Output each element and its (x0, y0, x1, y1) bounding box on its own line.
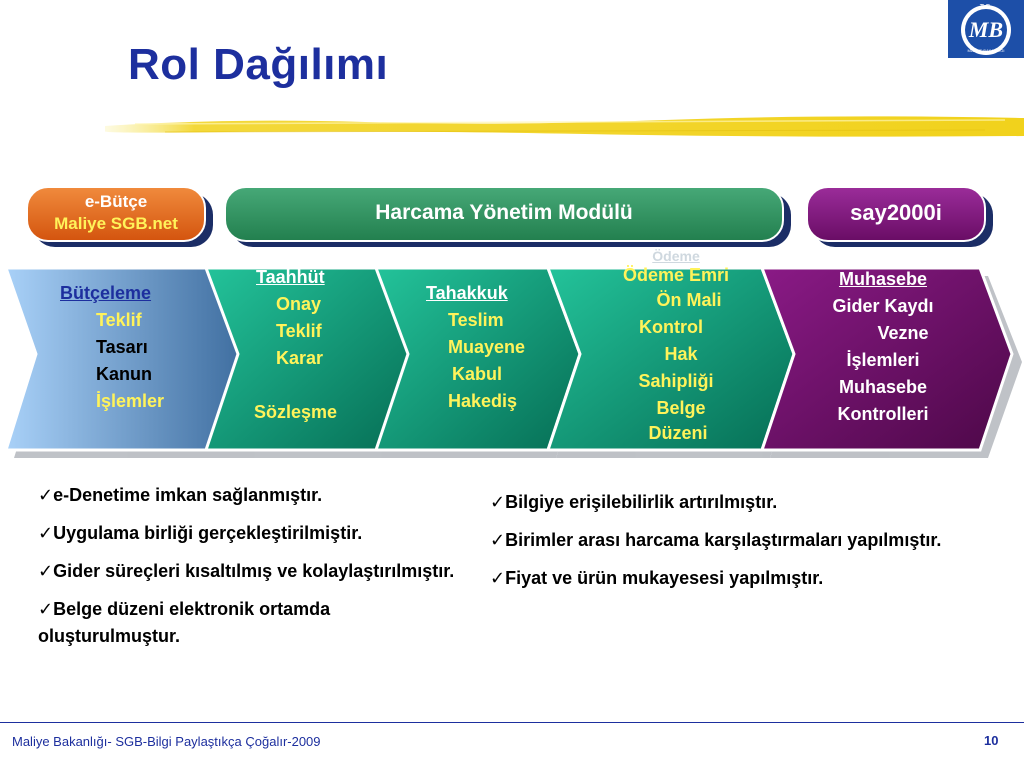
yellow-brush-divider (102, 108, 1024, 144)
stage-item: Gider Kaydı (832, 296, 934, 316)
stage-item: Sahipliği (638, 371, 714, 391)
stage-item: Belge (656, 398, 706, 418)
stage-item: Teklif (96, 310, 142, 330)
ebutce-label: e-Bütçe (84, 192, 148, 211)
footer-divider (0, 722, 1024, 723)
stage-item: Hakediş (448, 391, 518, 411)
stage-item: İşlemleri (846, 350, 920, 370)
stage-item: Hak (664, 344, 698, 364)
logo-ring-text: MALİYE BAKANLIĞI (968, 48, 1005, 53)
stage-item: Kanun (96, 364, 152, 384)
stage-muhasebe: Muhasebe Gider Kaydı Vezne İşlemleri Muh… (810, 266, 956, 428)
benefits-left-list: ✓e-Denetime imkan sağlanmıştır. ✓Uygulam… (38, 482, 458, 661)
logo-mark: MB (968, 17, 1003, 42)
benefit-item: ✓Fiyat ve ürün mukayesesi yapılmıştır. (490, 568, 824, 588)
footer-text: Maliye Bakanlığı- SGB-Bilgi Paylaştıkça … (12, 734, 321, 749)
stage-header: Taahhüt (256, 267, 325, 287)
page-number: 10 (984, 733, 999, 748)
benefit-item: ✓e-Denetime imkan sağlanmıştır. (38, 485, 323, 505)
stage-header: Muhasebe (838, 269, 928, 289)
stage-item: Tasarı (96, 337, 148, 357)
ebutce-pill: e-Bütçe Maliye SGB.net (26, 186, 213, 247)
stage-item: Teklif (276, 321, 322, 341)
stage-item: Kontrolleri (837, 404, 929, 424)
stage-item: Muayene (448, 337, 526, 357)
stage-item: Kontrol (639, 317, 703, 337)
stage-item: Karar (276, 348, 324, 368)
process-chevrons (0, 262, 1024, 472)
benefit-item: ✓Birimler arası harcama karşılaştırmalar… (490, 530, 942, 550)
say2000i-label: say2000i (850, 200, 942, 225)
benefits-right-list: ✓Bilgiye erişilebilirlik artırılmıştır. … (490, 489, 960, 603)
stage-header: Tahakkuk (426, 283, 508, 303)
benefit-item: ✓Gider süreçleri kısaltılmış ve kolaylaş… (38, 561, 455, 581)
stage-item: Kabul (452, 364, 503, 384)
chevron-muhasebe (759, 266, 1014, 452)
stage-item: Düzeni (648, 423, 708, 443)
stage-item (276, 372, 337, 399)
stage-item: Muhasebe (838, 377, 928, 397)
benefit-item: ✓Uygulama birliği gerçekleştirilmiştir. (38, 523, 363, 543)
stage-item: Onay (276, 294, 322, 314)
logo-top-text: T.C. (980, 4, 993, 11)
slide-title: Rol Dağılımı (128, 40, 389, 89)
ministry-logo: MB T.C. MALİYE BAKANLIĞI (948, 0, 1024, 58)
say2000i-pill: say2000i (806, 186, 993, 247)
harcama-pill: Harcama Yönetim Modülü (224, 186, 791, 247)
stage-header: Bütçeleme (60, 283, 152, 303)
harcama-label: Harcama Yönetim Modülü (375, 201, 633, 224)
benefit-item: ✓Bilgiye erişilebilirlik artırılmıştır. (490, 492, 778, 512)
stage-item: Ön Mali (656, 290, 722, 310)
maliye-sgb-label: Maliye SGB.net (54, 214, 178, 233)
stage-taahhut: Taahhüt Onay Teklif Karar Sözleşme (254, 264, 338, 426)
stage-item: Ödeme Emri (622, 265, 730, 285)
stage-tahakkuk: Tahakkuk Teslim Muayene Kabul Hakediş (426, 280, 525, 415)
stage-item: Vezne (877, 323, 929, 343)
stage-item: İşlemler (96, 391, 165, 411)
stage-odeme: Ödeme Ödeme Emri Ön Mali Kontrol Hak Sah… (606, 248, 746, 444)
stage-item: Teslim (448, 310, 504, 330)
benefit-item: ✓Belge düzeni elektronik ortamda oluştur… (38, 599, 331, 646)
stage-item: Sözleşme (254, 402, 338, 422)
stage-header: Ödeme (652, 248, 700, 264)
stage-butceleme: Bütçeleme Teklif Tasarı Kanun İşlemler (60, 280, 164, 415)
